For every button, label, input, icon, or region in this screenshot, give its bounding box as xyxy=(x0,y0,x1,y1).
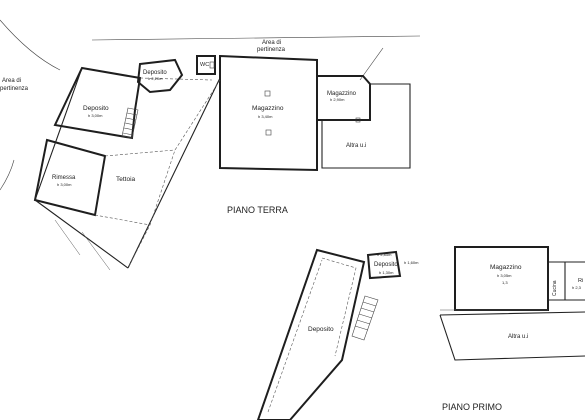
deposito-top-outline xyxy=(366,250,402,280)
ri-label: Ri xyxy=(578,278,583,284)
magazzino-column-top xyxy=(264,90,271,97)
magazzino-first-height: h 3,05m xyxy=(497,273,512,278)
rimessa-height: h 3,00m xyxy=(57,182,72,187)
ri-height: h 2,3 xyxy=(572,285,582,290)
rimessa-label: Rimessa xyxy=(52,175,76,181)
property-line-top xyxy=(91,35,421,41)
magazzino-first-outline xyxy=(454,246,549,311)
deposito-first-label: Deposito xyxy=(308,326,334,333)
magazzino-small-label: Magazzino xyxy=(327,91,357,97)
area-pertinenza-top-label-1: Area di xyxy=(262,40,281,46)
deposito-large-height: h 3,00m xyxy=(88,113,103,118)
tettoia-outline xyxy=(127,77,221,269)
outer-left-wall xyxy=(34,67,129,269)
ri-outline xyxy=(565,261,585,301)
ground-floor-plan xyxy=(0,19,421,271)
first-staircase xyxy=(351,295,379,341)
magazzino-main-outline xyxy=(219,54,318,172)
property-line-right xyxy=(359,47,384,81)
left-building-outline xyxy=(53,66,142,140)
magazzino-column-bottom xyxy=(265,129,272,136)
magazzino-main-label: Magazzino xyxy=(252,105,284,112)
magazzino-small-height: h 2,90m xyxy=(330,97,345,102)
altra-ui-ground-label: Altra u.i xyxy=(346,143,366,149)
area-pertinenza-top-label-2: pertinenza xyxy=(257,47,286,53)
deposito-small-outline xyxy=(136,58,184,94)
deposito-top-label: Deposito xyxy=(374,262,398,268)
deposito-top-height-3: h 1,60m xyxy=(404,260,419,265)
tettoia-dashed xyxy=(94,77,213,226)
wc-room xyxy=(196,55,216,75)
deposito-large-label: Deposito xyxy=(83,105,109,112)
piano-primo-title: PIANO PRIMO xyxy=(442,402,502,412)
altra-ui-first-label: Altra u.i xyxy=(508,334,528,340)
deposito-first-outline xyxy=(256,248,366,420)
cucina-label: Cucina xyxy=(552,280,558,296)
ground-staircase xyxy=(121,107,139,139)
altra-ui-outline xyxy=(321,83,411,169)
deposito-top-height-1: h 2,85m xyxy=(377,252,392,257)
site-boundary-left xyxy=(0,19,61,191)
deposito-top-height-2: h 1,30m xyxy=(379,270,394,275)
magazzino-main-height: h 3,40m xyxy=(258,114,273,119)
wc-fixture-icon xyxy=(209,61,215,69)
deposito-first-inner xyxy=(267,257,357,413)
deposito-small-height: h 2,20m xyxy=(148,76,163,81)
area-pertinenza-left-label-1: Area di xyxy=(2,78,21,84)
magazzino-first-sub: 1,3 xyxy=(502,280,508,285)
area-pertinenza-left-label-2: pertinenza xyxy=(0,86,29,92)
magazzino-first-label: Magazzino xyxy=(490,264,522,271)
wc-label: WC xyxy=(200,62,209,68)
first-floor-plan xyxy=(256,246,585,420)
tettoia-label: Tettoia xyxy=(116,176,136,183)
altra-ui-first-outline xyxy=(439,311,585,361)
ground-dashed-diagonal xyxy=(127,79,221,269)
deposito-small-label: Deposito xyxy=(143,70,167,76)
piano-terra-title: PIANO TERRA xyxy=(227,205,288,215)
dim-line-left xyxy=(54,219,111,271)
